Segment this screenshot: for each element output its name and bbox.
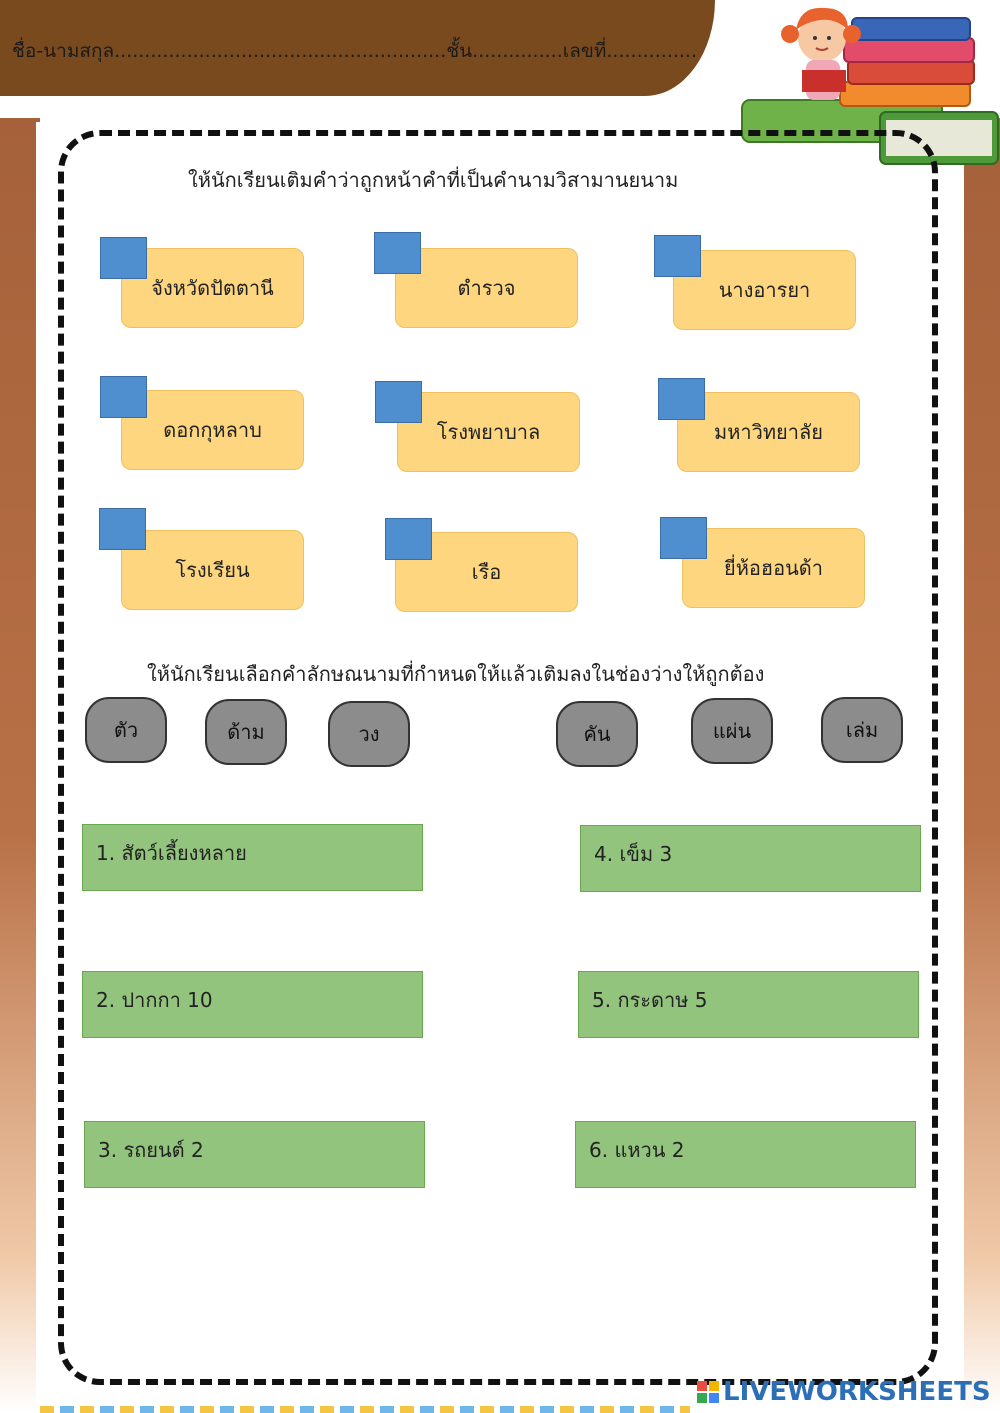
- checkbox[interactable]: [660, 517, 707, 559]
- classifier-option[interactable]: วง: [328, 701, 410, 767]
- checkbox[interactable]: [99, 508, 146, 550]
- word-card: ดอกกุหลาบ: [121, 390, 304, 470]
- section1-instruction: ให้นักเรียนเติมคำว่าถูกหน้าคำที่เป็นคำนา…: [188, 168, 679, 192]
- left-border-decoration: [0, 118, 40, 1413]
- classifier-option[interactable]: ด้าม: [205, 699, 287, 765]
- checkbox[interactable]: [385, 518, 432, 560]
- logo-blocks-icon: [697, 1381, 719, 1403]
- header-band: ชื่อ-นามสกุล............................…: [0, 0, 715, 96]
- word-card: โรงเรียน: [121, 530, 304, 610]
- checkbox[interactable]: [658, 378, 705, 420]
- answer-drop-box[interactable]: 2. ปากกา 10: [82, 971, 423, 1038]
- classifier-option[interactable]: เล่ม: [821, 697, 903, 763]
- word-card: ยี่ห้อฮอนด้า: [682, 528, 865, 608]
- dashed-content-frame: [58, 130, 938, 1385]
- student-info-line: ชื่อ-นามสกุล............................…: [12, 40, 697, 62]
- worksheet-paper: [36, 122, 964, 1408]
- answer-drop-box[interactable]: 6. แหวน 2: [575, 1121, 916, 1188]
- classifier-option[interactable]: ตัว: [85, 697, 167, 763]
- checkbox[interactable]: [100, 376, 147, 418]
- word-card: นางอารยา: [673, 250, 856, 330]
- checkbox[interactable]: [374, 232, 421, 274]
- classifier-option[interactable]: แผ่น: [691, 698, 773, 764]
- right-border-decoration: [960, 118, 1000, 1413]
- liveworksheets-logo: LIVEWORKSHEETS: [697, 1377, 991, 1407]
- word-card: ตำรวจ: [395, 248, 578, 328]
- bottom-decorative-strip: [40, 1406, 690, 1413]
- word-card: โรงพยาบาล: [397, 392, 580, 472]
- answer-drop-box[interactable]: 1. สัตว์เลี้ยงหลาย: [82, 824, 423, 891]
- word-card: จังหวัดปัตตานี: [121, 248, 304, 328]
- checkbox[interactable]: [375, 381, 422, 423]
- answer-drop-box[interactable]: 4. เข็ม 3: [580, 825, 921, 892]
- answer-drop-box[interactable]: 5. กระดาษ 5: [578, 971, 919, 1038]
- logo-text: LIVEWORKSHEETS: [723, 1377, 991, 1407]
- checkbox[interactable]: [100, 237, 147, 279]
- classifier-option[interactable]: คัน: [556, 701, 638, 767]
- checkbox[interactable]: [654, 235, 701, 277]
- section2-instruction: ให้นักเรียนเลือกคำลักษณนามที่กำหนดให้แล้…: [147, 662, 765, 686]
- answer-drop-box[interactable]: 3. รถยนต์ 2: [84, 1121, 425, 1188]
- word-card: มหาวิทยาลัย: [677, 392, 860, 472]
